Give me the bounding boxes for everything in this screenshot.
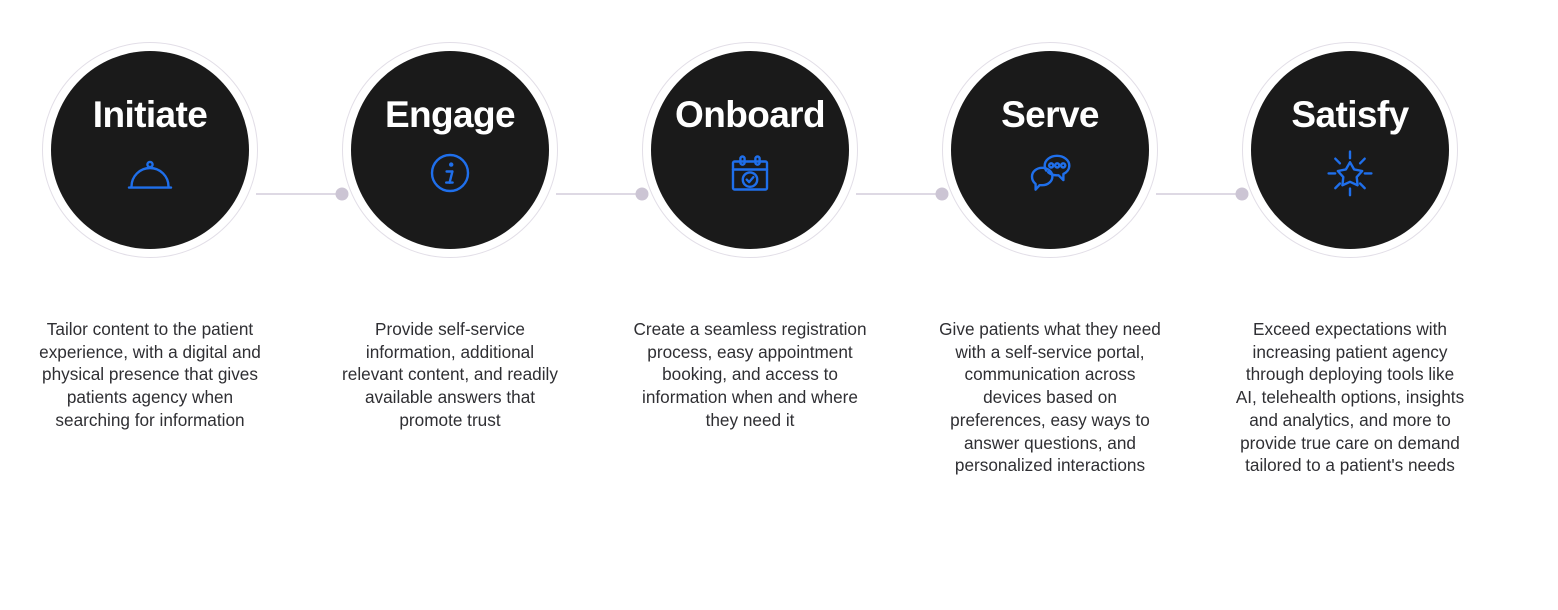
- outer-ring: [642, 42, 858, 258]
- outer-ring: [1242, 42, 1458, 258]
- step-title: Serve: [1001, 93, 1099, 135]
- step-badge-engage[interactable]: Engage: [300, 0, 600, 300]
- step-title: Initiate: [92, 93, 208, 135]
- step-title: Engage: [384, 93, 516, 135]
- step-badge-satisfy[interactable]: Satisfy: [1200, 0, 1500, 300]
- step-caption: Exceed expectations with increasing pati…: [1235, 319, 1465, 476]
- step-initiate[interactable]: Initiate Tailor content to the patient e…: [0, 0, 300, 432]
- cloche-icon: [124, 147, 176, 199]
- step-badge-serve[interactable]: Serve: [900, 0, 1200, 300]
- inner-disc: Initiate: [51, 51, 249, 249]
- chat-bubbles-icon: [1024, 147, 1076, 199]
- step-badge-initiate[interactable]: Initiate: [0, 0, 300, 300]
- inner-disc: Onboard: [651, 51, 849, 249]
- outer-ring: [342, 42, 558, 258]
- step-caption: Create a seamless registration process, …: [633, 319, 867, 430]
- step-satisfy[interactable]: Satisfy: [1200, 0, 1500, 477]
- info-circle-icon: [424, 147, 476, 199]
- inner-disc: Serve: [951, 51, 1149, 249]
- inner-disc: Engage: [351, 51, 549, 249]
- step-badge-onboard[interactable]: Onboard: [600, 0, 900, 300]
- steps-row: Initiate Tailor content to the patient e…: [0, 0, 1500, 477]
- step-serve[interactable]: Serve Give patients what they need with …: [900, 0, 1200, 477]
- step-caption: Provide self-service information, additi…: [342, 319, 558, 430]
- outer-ring: [942, 42, 1158, 258]
- outer-ring: [42, 42, 258, 258]
- step-onboard[interactable]: Onboard Create a seamless registration p: [600, 0, 900, 432]
- step-title: Onboard: [675, 93, 826, 135]
- inner-disc: Satisfy: [1251, 51, 1449, 249]
- step-caption: Tailor content to the patient experience…: [39, 319, 261, 430]
- step-title: Satisfy: [1291, 93, 1409, 135]
- step-engage[interactable]: Engage Provide self-service information,…: [300, 0, 600, 432]
- calendar-check-icon: [724, 147, 776, 199]
- step-caption: Give patients what they need with a self…: [939, 319, 1161, 476]
- shining-star-icon: [1324, 147, 1376, 199]
